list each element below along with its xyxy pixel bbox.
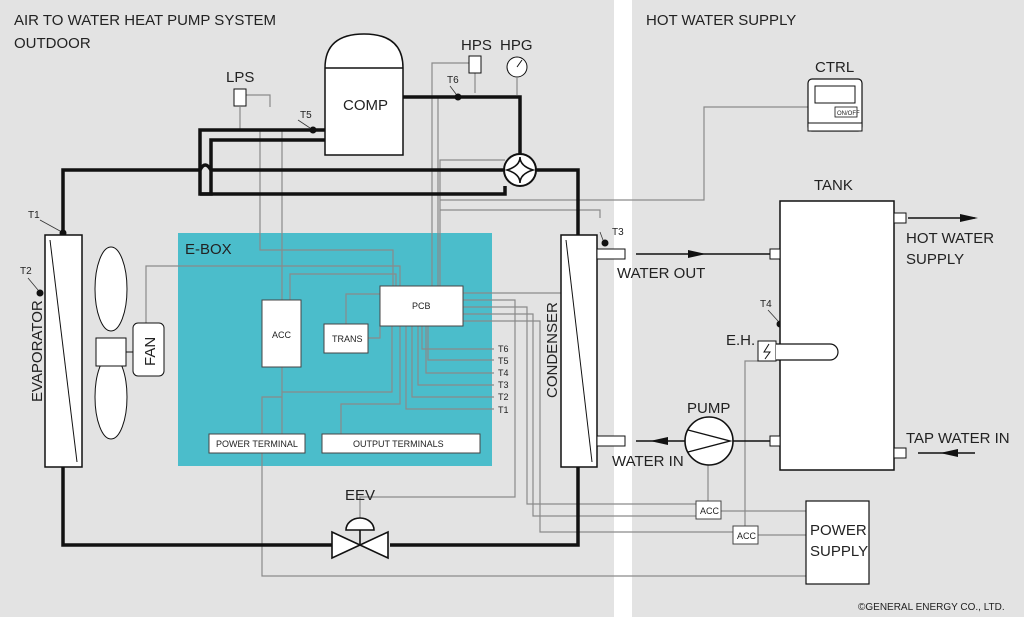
power-supply-line1: POWER bbox=[810, 522, 867, 539]
hps-label: HPS bbox=[461, 37, 492, 54]
four-way-valve bbox=[503, 153, 537, 187]
lps-sensor bbox=[233, 88, 247, 107]
e-box-label: E-BOX bbox=[185, 241, 232, 258]
t3-label: T3 bbox=[612, 227, 624, 238]
arrow-water-in bbox=[650, 437, 668, 445]
pump-label: PUMP bbox=[687, 400, 730, 417]
tank bbox=[779, 200, 895, 471]
acc-box bbox=[261, 299, 302, 368]
pcb-t6: T6 bbox=[498, 344, 509, 354]
trans-box bbox=[323, 323, 369, 354]
condenser-label: CONDENSER bbox=[544, 302, 561, 398]
compressor bbox=[324, 33, 404, 156]
power-supply-line2: SUPPLY bbox=[810, 543, 868, 560]
arrow-hot-water bbox=[960, 214, 978, 222]
ctrl-panel bbox=[807, 78, 863, 132]
t4-label: T4 bbox=[760, 299, 772, 310]
acc-eh-box bbox=[732, 525, 759, 545]
power-terminal bbox=[208, 433, 306, 454]
pump bbox=[684, 416, 734, 466]
pcb-terminal-labels: T6 T5 T4 T3 T2 T1 bbox=[498, 344, 509, 415]
tank-ports bbox=[769, 212, 907, 459]
fan-blades bbox=[94, 246, 128, 440]
water-in-label: WATER IN bbox=[612, 453, 684, 470]
hot-water-supply-line1: HOT WATER bbox=[906, 230, 994, 247]
tap-water-in-label: TAP WATER IN bbox=[906, 430, 1010, 447]
fan-motor bbox=[132, 322, 165, 377]
t6-dot bbox=[454, 93, 462, 101]
eev-valve bbox=[331, 517, 389, 560]
panel-title-line1: AIR TO WATER HEAT PUMP SYSTEM bbox=[14, 12, 276, 29]
arrow-water-out bbox=[688, 250, 706, 258]
arrow-tap-water bbox=[940, 449, 958, 457]
acc-pump-box bbox=[695, 500, 722, 520]
t5-label: T5 bbox=[300, 110, 312, 121]
comp-label: COMP bbox=[343, 97, 388, 114]
pcb-box bbox=[379, 285, 464, 327]
eh-label: E.H. bbox=[726, 332, 755, 349]
panel-title-line2: OUTDOOR bbox=[14, 35, 91, 52]
pcb-t1: T1 bbox=[498, 405, 509, 415]
fan-label: FAN bbox=[142, 337, 159, 366]
acc-eh-label: ACC bbox=[737, 531, 757, 541]
water-out-label: WATER OUT bbox=[617, 265, 705, 282]
pcb-label: PCB bbox=[412, 301, 431, 311]
copyright: ©GENERAL ENERGY CO., LTD. bbox=[858, 602, 1005, 613]
t3-dot bbox=[601, 239, 609, 247]
pcb-t5: T5 bbox=[498, 356, 509, 366]
evaporator bbox=[44, 234, 83, 468]
power-supply bbox=[805, 500, 870, 585]
ctrl-label: CTRL bbox=[815, 59, 854, 76]
acc-label: ACC bbox=[272, 330, 292, 340]
evaporator-label: EVAPORATOR bbox=[29, 300, 46, 402]
electric-heater bbox=[757, 340, 839, 362]
output-terminals bbox=[321, 433, 481, 454]
lps-label: LPS bbox=[226, 69, 254, 86]
hot-water-supply-line2: SUPPLY bbox=[906, 251, 964, 268]
pcb-t2: T2 bbox=[498, 392, 509, 402]
trans-label: TRANS bbox=[332, 334, 363, 344]
pcb-t3: T3 bbox=[498, 380, 509, 390]
t2-dot bbox=[36, 289, 44, 297]
output-terminals-label: OUTPUT TERMINALS bbox=[353, 439, 444, 449]
power-terminal-label: POWER TERMINAL bbox=[216, 439, 298, 449]
pcb-t4: T4 bbox=[498, 368, 509, 378]
hot-water-panel-title: HOT WATER SUPPLY bbox=[646, 12, 796, 29]
t5-dot bbox=[309, 126, 317, 134]
condenser bbox=[560, 234, 626, 468]
sensor-leaders bbox=[27, 85, 779, 322]
flow-arrows bbox=[650, 214, 978, 457]
hps-sensor bbox=[468, 55, 482, 74]
ctrl-onoff-label: ON/OFF bbox=[837, 111, 860, 117]
t2-label: T2 bbox=[20, 266, 32, 277]
hpg-label: HPG bbox=[500, 37, 533, 54]
tank-label: TANK bbox=[814, 177, 853, 194]
refrigerant-pipes bbox=[61, 95, 580, 547]
eev-label: EEV bbox=[345, 487, 375, 504]
t1-label: T1 bbox=[28, 210, 40, 221]
acc-pump-label: ACC bbox=[700, 506, 720, 516]
t6-label: T6 bbox=[447, 75, 459, 86]
